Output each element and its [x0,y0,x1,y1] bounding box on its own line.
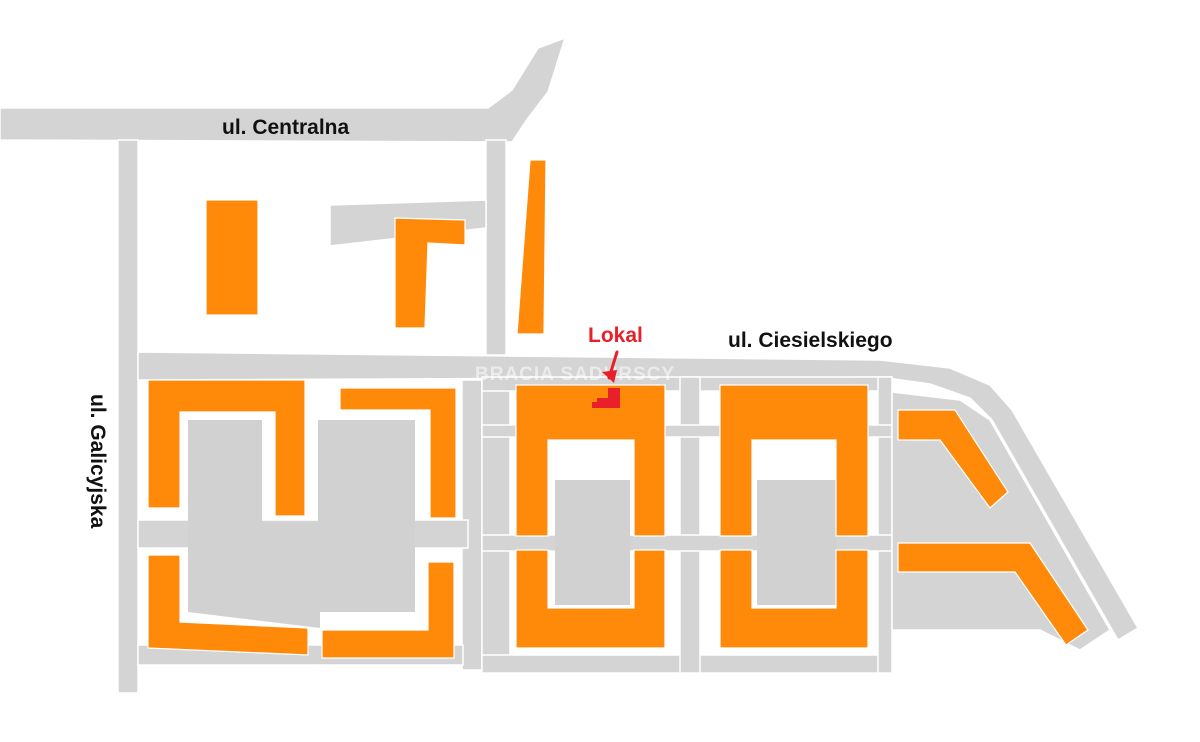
building-east-south [897,542,1089,646]
road-connector-north [485,139,507,356]
building-center-w-north [515,384,666,537]
watermark-text: BRACIA SADURSCY [475,364,675,385]
road-centralna [0,36,567,143]
street-label-centralna: ul. Centralna [222,116,350,139]
road-galicyjska [117,139,139,694]
courtyard-west [188,420,415,628]
lokal-label: Lokal [588,324,643,347]
buildings-layer [147,159,1089,659]
road-center-divider [679,376,701,674]
building-east-north [897,409,1009,509]
lokal-pointer-arrowhead [602,370,617,383]
building-west-nw [147,379,306,517]
building-center-e-south [719,549,869,649]
building-north-1 [205,199,259,316]
street-label-ciesielskiego: ul. Ciesielskiego [728,329,893,352]
street-label-galicyjska: ul. Galicyjska [86,394,109,529]
road-center-ring-west [481,377,511,674]
courtyard-center-west [555,480,630,605]
lokal-unit-shape[interactable] [592,388,620,408]
building-west-se [321,561,455,659]
lokal-marker[interactable]: Lokal [588,324,643,408]
courtyards [188,420,837,628]
building-north-t [394,217,466,329]
building-west-ne [339,387,457,519]
road-center-ring-east [877,376,893,674]
building-north-strip [516,159,547,335]
building-center-e-north [719,384,869,537]
building-center-w-south [515,549,666,649]
building-west-sw [147,554,309,656]
courtyard-center-east [757,480,837,605]
